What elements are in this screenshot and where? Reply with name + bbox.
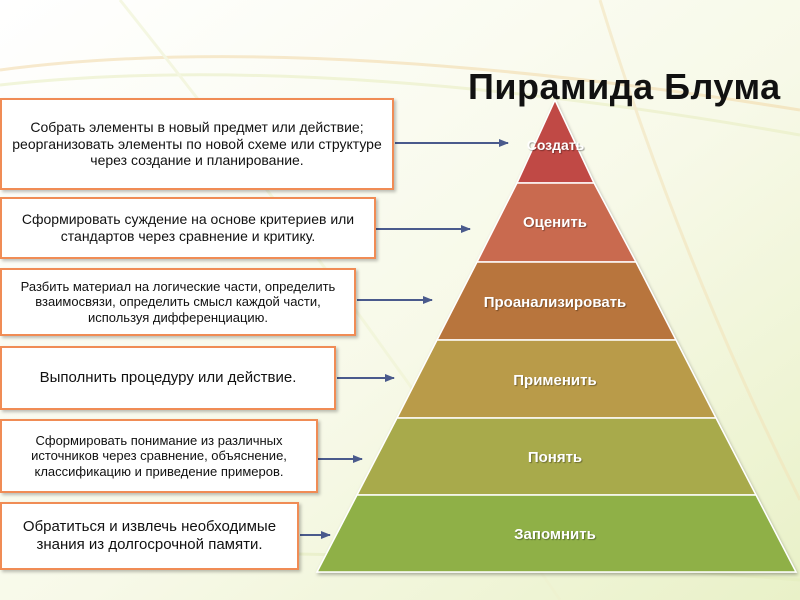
description-apply-text: Выполнить процедуру или действие. [39,369,297,386]
description-apply: Выполнить процедуру или действие. [0,346,336,410]
pyramid-level-remember [315,494,798,573]
level-label-understand: Понять [527,449,583,467]
description-understand-text: Сформировать понимание из различных исто… [31,432,287,479]
description-remember: Обратиться и извлечь необходимые знания … [0,502,299,570]
level-label-create: Создать [526,136,585,153]
level-label-analyze: Проанализировать [483,294,627,312]
level-label-evaluate: Оценить [522,214,588,232]
level-label-apply: Применить [513,372,597,390]
description-analyze: Разбить материал на логические части, оп… [0,268,356,336]
description-evaluate-text: Сформировать суждение на основе критерие… [21,211,355,244]
description-understand: Сформировать понимание из различных исто… [0,419,318,493]
description-create-text: Собрать элементы в новый предмет или дей… [12,118,382,169]
description-remember-text: Обратиться и извлечь необходимые знания … [22,518,277,553]
description-evaluate: Сформировать суждение на основе критерие… [0,197,376,259]
description-create: Собрать элементы в новый предмет или дей… [0,98,394,190]
description-analyze-text: Разбить материал на логические части, оп… [20,278,336,325]
page-title: Пирамида Блума [468,66,781,107]
level-label-remember: Запомнить [514,526,596,544]
